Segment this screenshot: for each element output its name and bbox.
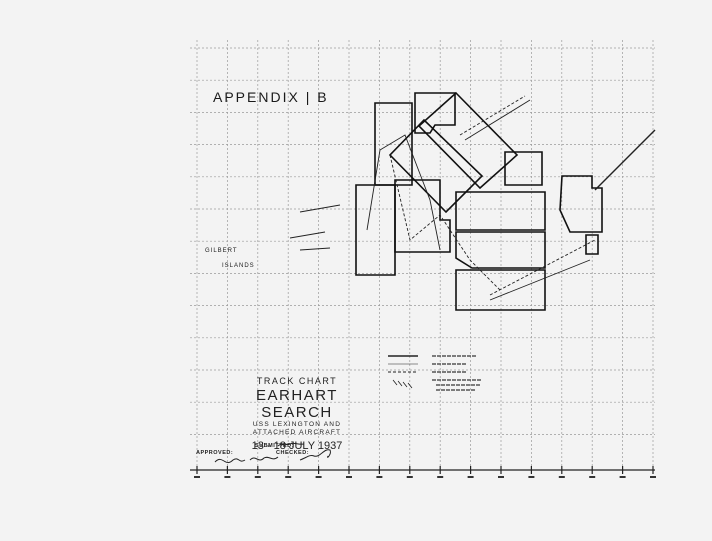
axis-tick-label-mark: [194, 476, 200, 478]
axis-tick-label-mark: [498, 476, 504, 478]
search-area-box: [417, 91, 519, 190]
search-area-box: [504, 151, 543, 186]
checked-signature: [299, 449, 331, 461]
track-line: [389, 154, 501, 291]
axis-tick-label-mark: [346, 476, 352, 478]
axis-tick-label-mark: [315, 476, 322, 478]
approved-label: APPROVED:: [196, 450, 234, 456]
track-line: [366, 134, 441, 251]
legend-hatch: [392, 379, 413, 389]
search-area-box: [559, 175, 603, 233]
chart-type-label: TRACK CHART: [256, 376, 338, 386]
track-line: [594, 129, 656, 191]
axis-tick-label-mark: [467, 476, 474, 478]
axis-tick-label-mark: [528, 476, 535, 478]
axis-tick-label-mark: [285, 476, 292, 478]
track-line: [459, 95, 526, 136]
approved-signature: [214, 456, 279, 464]
axis-tick-label-mark: [589, 476, 596, 478]
title-block: TRACK CHART EARHART SEARCH USS LEXINGTON…: [222, 376, 372, 452]
axis-tick-label-mark: [376, 476, 383, 478]
aircraft-tracks: [289, 95, 656, 301]
search-area-box: [355, 184, 396, 276]
legend-text-marks: [432, 355, 482, 391]
region-label-islands: ISLANDS: [222, 263, 255, 269]
appendix-label: APPENDIX | B: [213, 89, 329, 105]
search-area-box: [394, 179, 451, 253]
chart-dates: 13 - 18 JULY 1937: [251, 440, 343, 452]
submitted-signature: [277, 442, 305, 447]
axis-tick-label-mark: [254, 476, 261, 478]
search-area-box: [455, 191, 546, 231]
axis-tick-label-mark: [406, 476, 413, 478]
map-legend: [388, 355, 482, 391]
axis-tick-label-mark: [619, 476, 626, 478]
axis-tick-label-mark: [558, 476, 565, 478]
checked-label: CHECKED:: [276, 450, 310, 456]
submitted-label: SUBMITTED:: [255, 443, 294, 449]
track-line: [489, 259, 591, 301]
axis-tick-label-mark: [224, 476, 231, 478]
search-areas: [355, 91, 603, 311]
signatures: [214, 442, 331, 464]
chart-subtitle-2: ATTACHED AIRCRAFT: [252, 429, 342, 436]
search-area-box: [455, 269, 546, 311]
region-label-gilbert: GILBERT: [205, 248, 238, 254]
track-line: [289, 204, 341, 251]
axis-tick-label-mark: [437, 476, 444, 478]
axis-tick-label-mark: [650, 476, 656, 478]
chart-title: EARHART SEARCH: [256, 387, 338, 421]
longitude-axis: [190, 466, 656, 478]
search-area-box: [374, 102, 413, 186]
search-area-box: [585, 234, 599, 255]
map-grid: [190, 40, 655, 470]
chart-subtitle-1: USS LEXINGTON AND: [252, 421, 342, 428]
search-area-box: [388, 118, 484, 214]
search-area-box: [455, 231, 546, 269]
track-line: [464, 99, 531, 141]
